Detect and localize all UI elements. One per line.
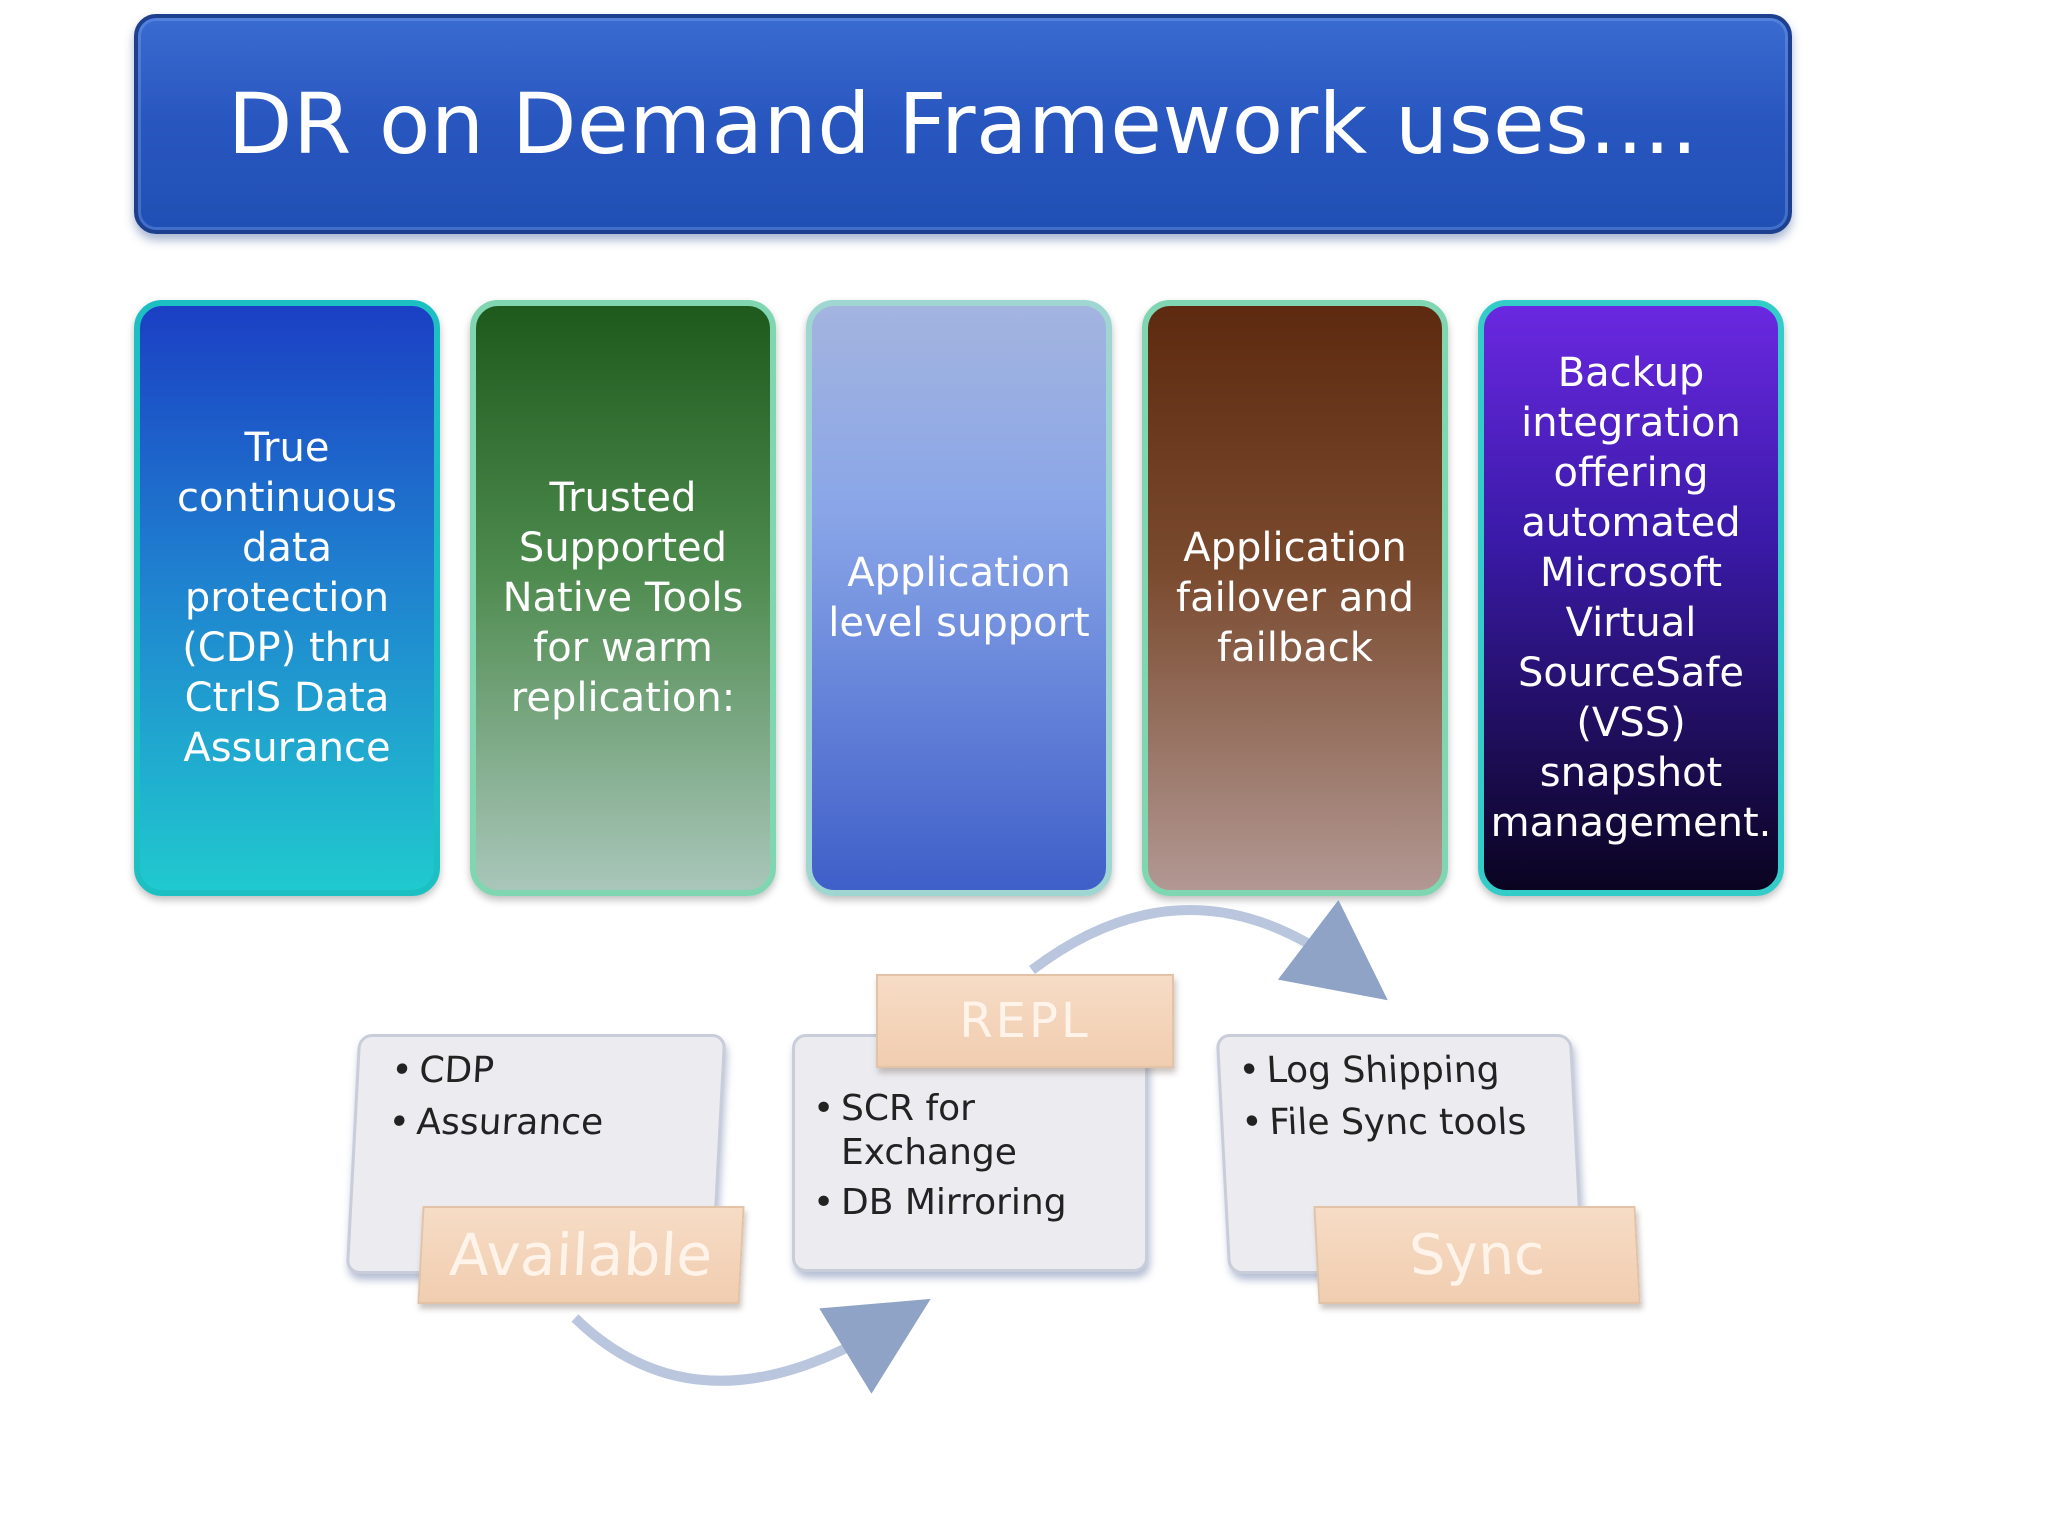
card-application-level: Application level support: [806, 300, 1112, 896]
sync-item-file-sync: File Sync tools: [1236, 1097, 1528, 1149]
card-cdp-text: True continuous data protection (CDP) th…: [177, 425, 397, 771]
title-banner: DR on Demand Framework uses....: [134, 14, 1792, 234]
card-backup-integration: Backup integration offering automated Mi…: [1478, 300, 1784, 896]
arrow-available-to-repl: [571, 1298, 931, 1394]
card-failover-text: Application failover and failback: [1176, 525, 1414, 671]
sync-item-log-shipping: Log Shipping: [1233, 1045, 1525, 1097]
available-list: CDP Assurance: [383, 1045, 607, 1149]
repl-box: SCR for Exchange DB Mirroring: [792, 1034, 1148, 1272]
card-native-tools: Trusted Supported Native Tools for warm …: [470, 300, 776, 896]
card-application-level-text: Application level support: [828, 550, 1090, 646]
repl-list: SCR for Exchange DB Mirroring: [809, 1087, 1129, 1231]
card-native-tools-text: Trusted Supported Native Tools for warm …: [502, 475, 744, 721]
page-title: DR on Demand Framework uses....: [227, 75, 1699, 173]
repl-item-scr: SCR for Exchange: [809, 1087, 1129, 1175]
sync-label: Sync: [1313, 1206, 1641, 1304]
card-cdp: True continuous data protection (CDP) th…: [134, 300, 440, 896]
available-item-cdp: CDP: [386, 1045, 607, 1097]
sync-list: Log Shipping File Sync tools: [1233, 1045, 1528, 1149]
repl-item-db-mirroring: DB Mirroring: [809, 1181, 1129, 1225]
arrow-repl-to-sync: [1028, 899, 1388, 1001]
card-backup-integration-text: Backup integration offering automated Mi…: [1490, 350, 1772, 846]
card-failover: Application failover and failback: [1142, 300, 1448, 896]
available-label: Available: [417, 1206, 745, 1304]
repl-label: REPL: [876, 974, 1174, 1068]
available-item-assurance: Assurance: [383, 1097, 605, 1149]
